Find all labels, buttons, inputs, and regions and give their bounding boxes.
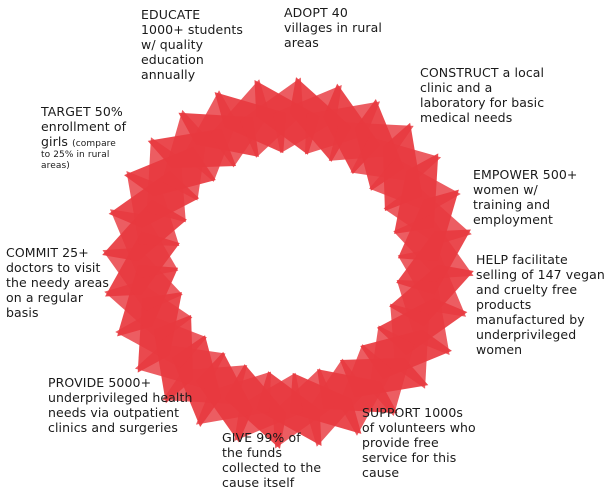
goal-provide-line: needs via outpatient bbox=[48, 405, 180, 420]
goal-provide-line: PROVIDE 5000+ bbox=[48, 375, 152, 390]
goal-commit-line: COMMIT 25+ bbox=[6, 245, 89, 260]
goal-provide-line: clinics and surgeries bbox=[48, 420, 178, 435]
goal-support-line: SUPPORT 1000s bbox=[362, 405, 464, 420]
goal-empower: EMPOWER 500+ women w/ training and emplo… bbox=[473, 167, 578, 227]
goal-adopt-line: areas bbox=[284, 35, 319, 50]
goal-target-note: areas) bbox=[41, 161, 70, 171]
goal-target-line-text: girls bbox=[41, 134, 69, 149]
goal-adopt-line: villages in rural bbox=[284, 20, 382, 35]
petal bbox=[306, 358, 367, 447]
petal bbox=[369, 158, 461, 212]
goal-support-line: provide free bbox=[362, 435, 439, 450]
petal bbox=[383, 184, 472, 245]
goal-give: GIVE 99% of the funds collected to the c… bbox=[222, 430, 321, 490]
petal bbox=[393, 215, 474, 279]
goal-commit-line: the needy areas bbox=[6, 275, 109, 290]
goal-construct: CONSTRUCT a local clinic and a laborator… bbox=[420, 65, 544, 125]
goal-target-line: TARGET 50% bbox=[41, 104, 123, 119]
goal-adopt-line: ADOPT 40 bbox=[284, 5, 348, 20]
goal-educate-line: 1000+ students bbox=[141, 22, 243, 37]
goal-target: TARGET 50% enrollment of girls (compare … bbox=[41, 104, 126, 172]
goal-construct-line: medical needs bbox=[420, 110, 513, 125]
goal-empower-line: EMPOWER 500+ bbox=[473, 167, 578, 182]
goal-target-line: enrollment of bbox=[41, 119, 127, 134]
goal-give-line: the funds bbox=[222, 445, 283, 460]
goal-educate-line: w/ quality bbox=[141, 37, 204, 52]
petal-layer bbox=[102, 77, 474, 449]
goal-adopt: ADOPT 40 villages in rural areas bbox=[284, 5, 382, 50]
goal-construct-line: laboratory for basic bbox=[420, 95, 545, 110]
goal-construct-line: clinic and a bbox=[420, 80, 493, 95]
goal-educate: EDUCATE 1000+ students w/ quality educat… bbox=[141, 7, 243, 82]
goal-help-line: HELP facilitate bbox=[476, 252, 568, 267]
goal-educate-line: education bbox=[141, 52, 204, 67]
goal-give-line: collected to the bbox=[222, 460, 322, 475]
goal-target-note: to 25% in rural bbox=[41, 150, 110, 160]
goal-construct-line: CONSTRUCT a local bbox=[420, 65, 545, 80]
goal-educate-line: annually bbox=[141, 67, 196, 82]
petal bbox=[240, 77, 304, 158]
petal bbox=[104, 281, 193, 342]
goal-support: SUPPORT 1000s of volunteers who provide … bbox=[362, 405, 476, 480]
goal-help-line: selling of 147 vegan bbox=[476, 267, 605, 282]
petal bbox=[115, 314, 207, 368]
goal-commit: COMMIT 25+ doctors to visit the needy ar… bbox=[6, 245, 109, 320]
goal-provide-line: underprivileged health bbox=[48, 390, 193, 405]
goal-empower-line: employment bbox=[473, 212, 554, 227]
goal-commit-line: on a regular bbox=[6, 290, 84, 305]
goal-target-note: (compare bbox=[72, 139, 116, 149]
petal bbox=[272, 368, 336, 449]
goal-empower-line: women w/ bbox=[473, 182, 538, 197]
petal bbox=[209, 79, 270, 168]
petal bbox=[339, 344, 393, 436]
goal-give-line: GIVE 99% of bbox=[222, 430, 301, 445]
goal-empower-line: training and bbox=[473, 197, 551, 212]
goal-target-line: girls (compare bbox=[41, 134, 126, 150]
goal-support-line: service for this bbox=[362, 450, 457, 465]
goal-give-line: cause itself bbox=[222, 475, 295, 490]
goal-support-line: cause bbox=[362, 465, 400, 480]
goal-help-line: underprivileged bbox=[476, 327, 577, 342]
goal-help: HELP facilitate selling of 147 vegan and… bbox=[476, 252, 605, 357]
goal-help-line: women bbox=[476, 342, 523, 357]
goal-support-line: of volunteers who bbox=[362, 420, 476, 435]
goal-educate-line: EDUCATE bbox=[141, 7, 201, 22]
goal-help-line: manufactured by bbox=[476, 312, 585, 327]
goal-help-line: products bbox=[476, 297, 532, 312]
petal bbox=[183, 90, 237, 182]
goal-commit-line: doctors to visit bbox=[6, 260, 101, 275]
goal-provide: PROVIDE 5000+ underprivileged health nee… bbox=[48, 375, 193, 435]
goal-commit-line: basis bbox=[6, 305, 39, 320]
goal-help-line: and cruelty free bbox=[476, 282, 578, 297]
petal bbox=[102, 247, 183, 311]
